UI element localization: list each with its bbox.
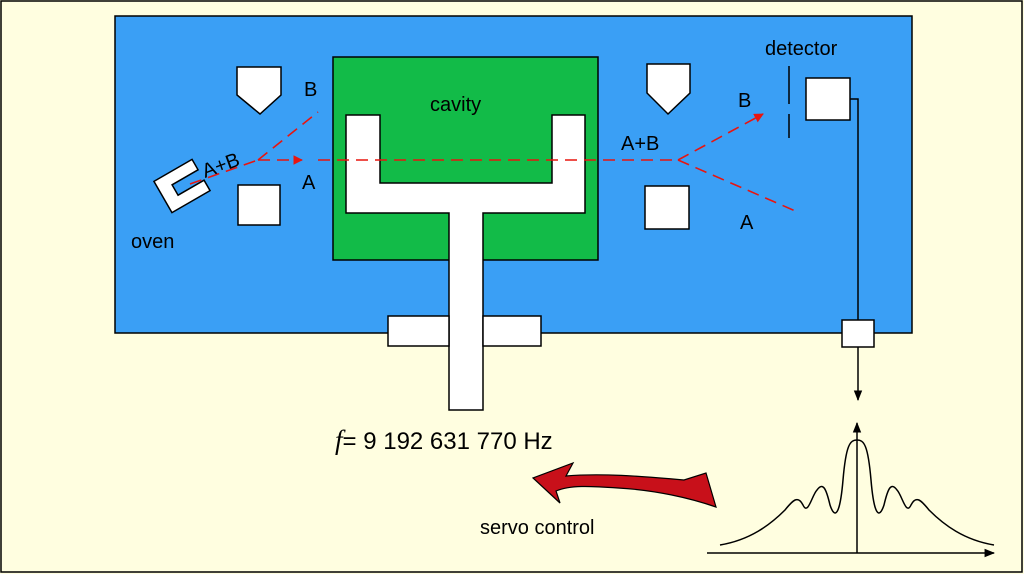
beam-right-a-label: A <box>740 212 754 234</box>
beam-left-b-label: B <box>304 79 317 101</box>
resonance-plot <box>707 421 996 558</box>
magnet-left-upper <box>236 66 282 115</box>
ramsey-fringe-curve <box>719 439 995 546</box>
magnet-right-lower <box>644 185 690 230</box>
detector-label: detector <box>765 38 838 60</box>
frequency-symbol: f <box>335 425 346 455</box>
signal-line <box>850 98 859 322</box>
atomic-beams <box>189 111 801 214</box>
magnet-left-lower <box>237 184 281 226</box>
waveguide-flange-right <box>482 315 542 347</box>
beam-right-b-label: B <box>738 90 751 112</box>
magnet-right-upper <box>646 63 691 116</box>
beam-right-combined-label: A+B <box>621 133 659 155</box>
oven-icon <box>152 158 212 214</box>
cavity-label: cavity <box>430 94 481 116</box>
servo-label: servo control <box>480 517 595 539</box>
servo-arrow-icon <box>531 461 717 508</box>
beam-right-b <box>677 113 764 161</box>
waveguide-flange-left <box>387 315 450 347</box>
beam-left-b <box>257 111 319 161</box>
signal-feedthrough <box>841 319 875 348</box>
frequency-readout: f= 9 192 631 770 Hz <box>335 425 553 455</box>
waveguide <box>345 114 586 411</box>
frequency-value: = 9 192 631 770 Hz <box>343 428 553 455</box>
beam-right-a <box>677 159 801 214</box>
detector-box <box>805 77 851 121</box>
oven-label: oven <box>131 231 174 253</box>
beam-left-a-label: A <box>302 172 316 194</box>
beam-left-combined <box>189 159 259 185</box>
